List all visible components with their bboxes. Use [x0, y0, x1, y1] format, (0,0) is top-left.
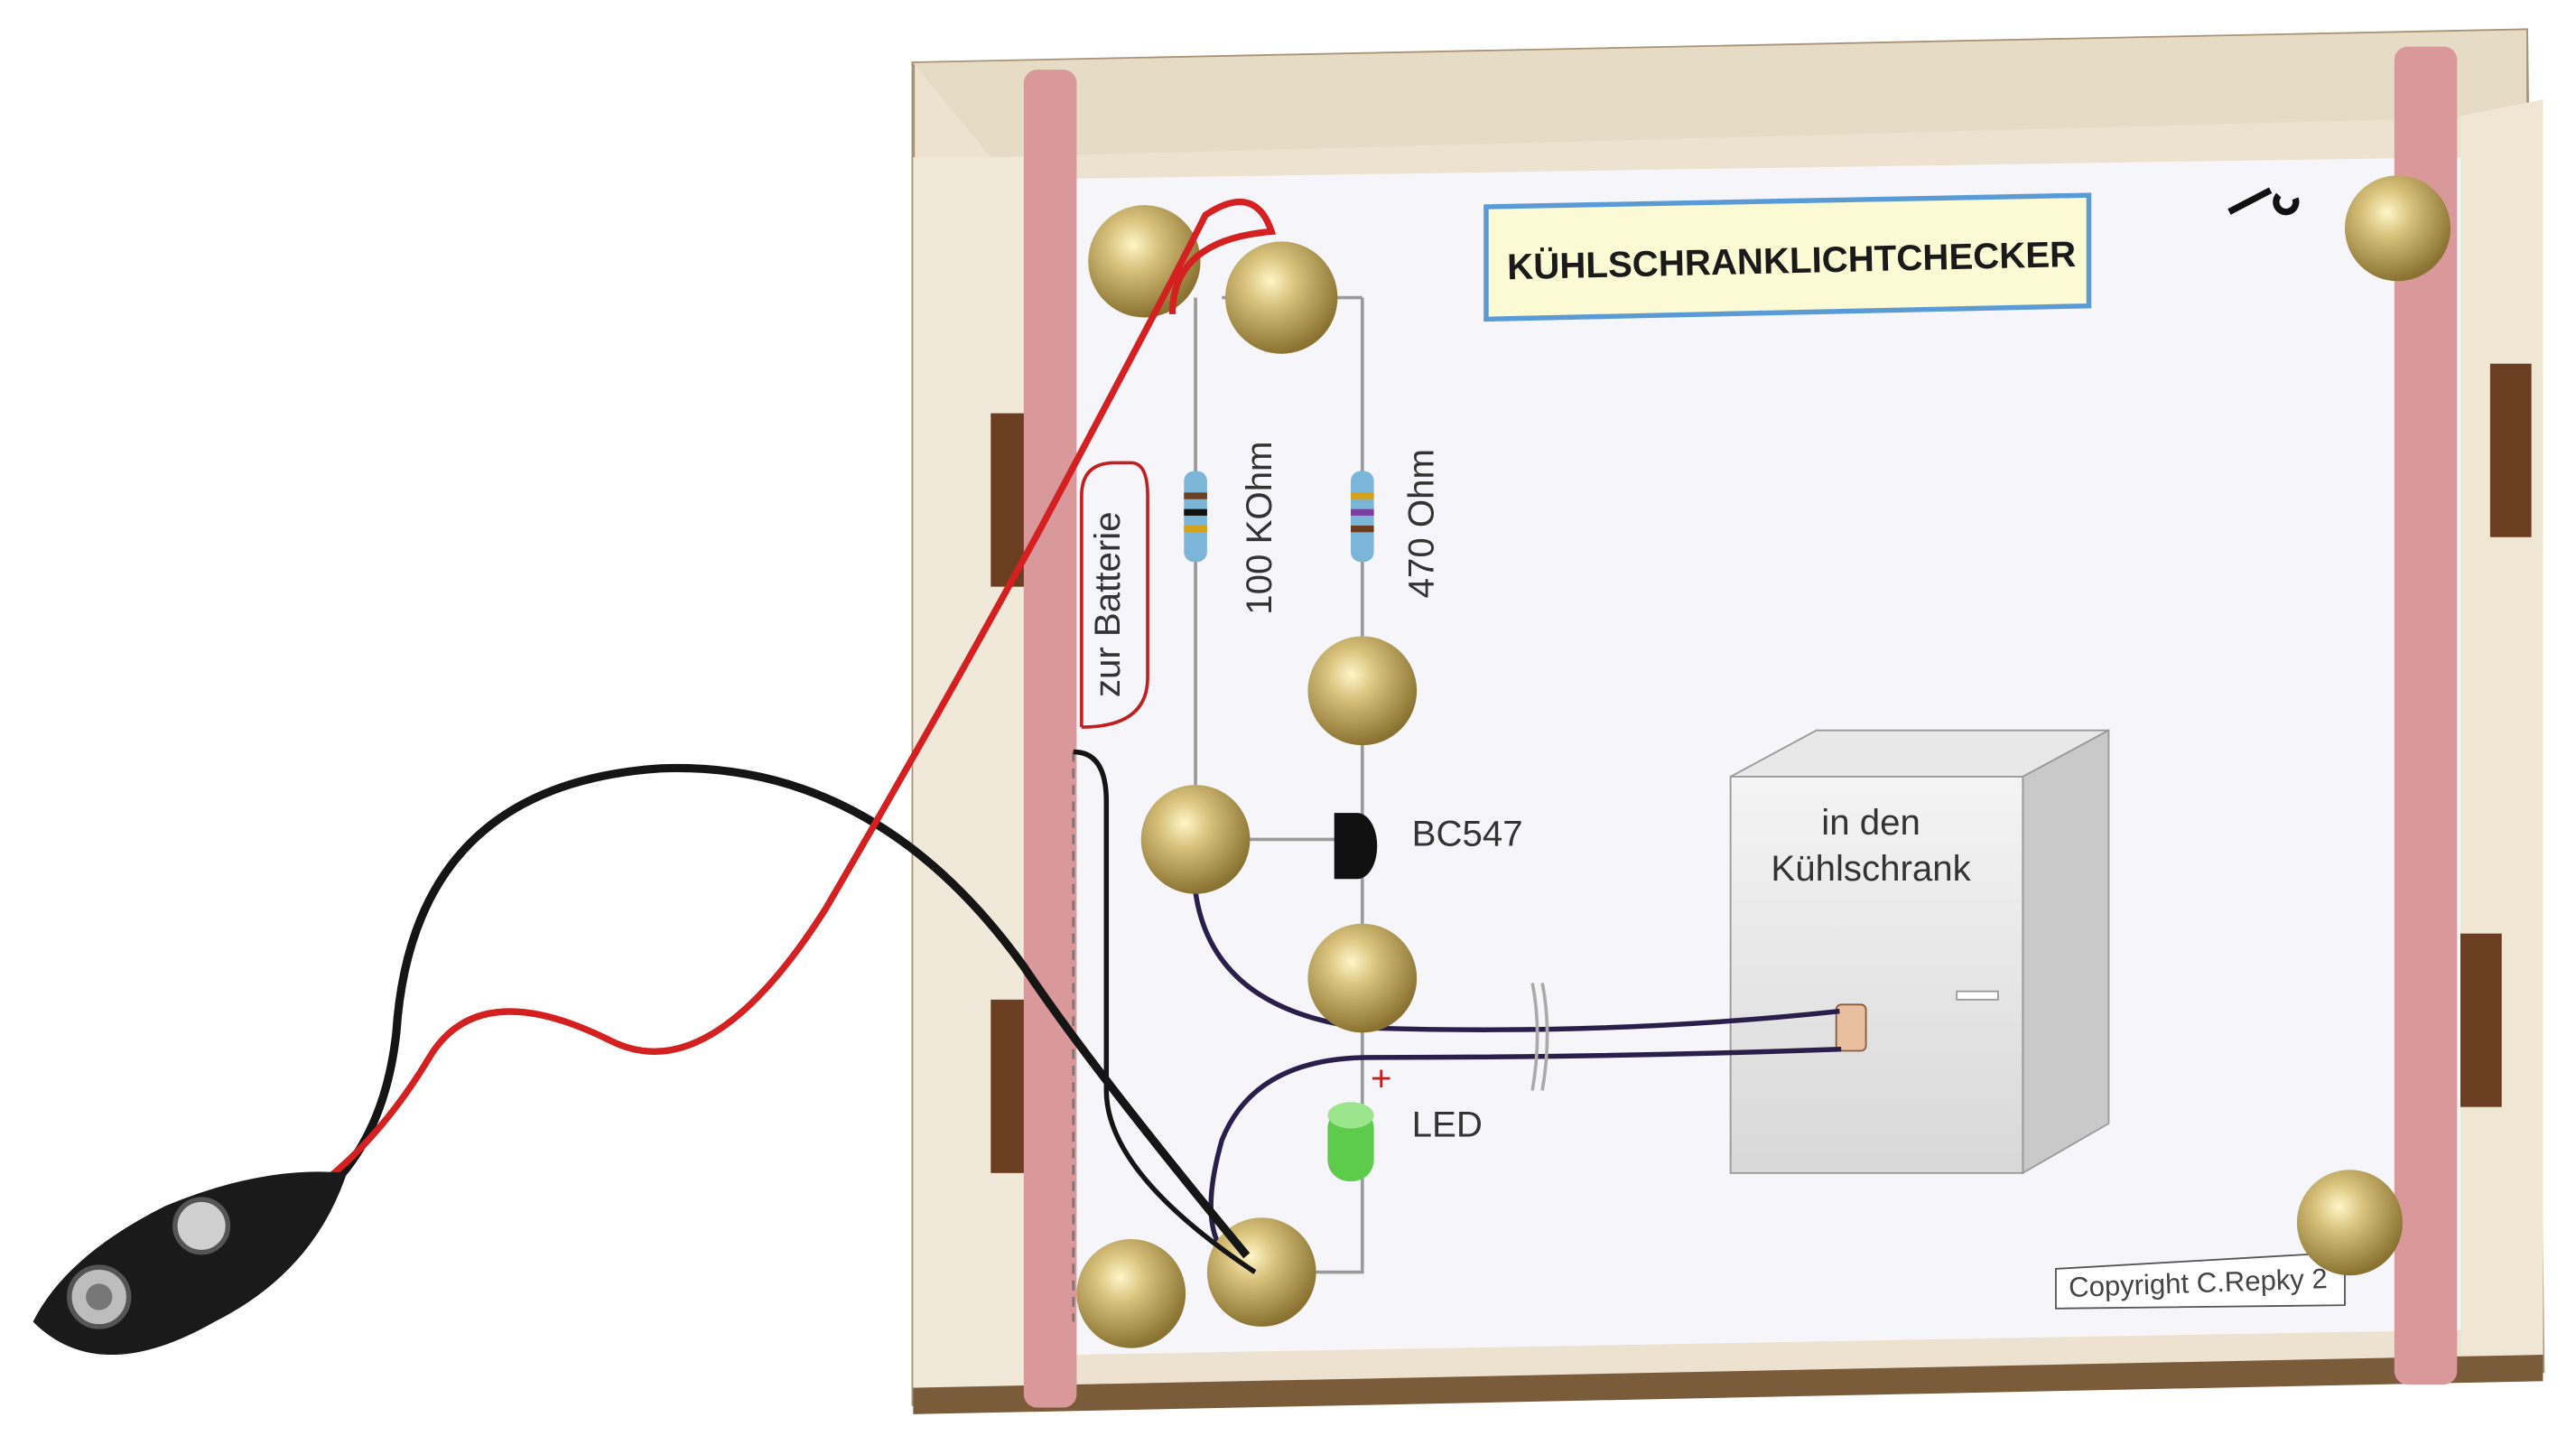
transistor-bc547 [1334, 813, 1378, 880]
led-label: LED [1412, 1105, 1483, 1145]
resistor-470 [1350, 471, 1374, 563]
resistor1-label: 100 KOhm [1239, 441, 1279, 614]
brass-pin [1225, 241, 1338, 354]
battery-clip [33, 1171, 348, 1356]
photoresistor [1835, 1003, 1867, 1052]
rubber-band-left [1023, 70, 1077, 1408]
brass-pin [1076, 1239, 1186, 1348]
rubber-band-right [2394, 46, 2458, 1385]
title-box: KÜHLSCHRANKLICHTCHECKER [1483, 192, 2092, 322]
brass-pins [1076, 175, 2451, 1348]
brass-pin [2344, 175, 2451, 282]
brass-pin [1206, 1217, 1316, 1327]
fridge-label-line2: Kühlschrank [1771, 848, 1971, 889]
resistor-100k [1184, 471, 1207, 563]
brass-pin [2296, 1170, 2403, 1276]
red-wire [312, 198, 1277, 1193]
battery-label: zur Batterie [1087, 511, 1128, 697]
fridge-drawing: in den Kühlschrank [1729, 729, 2110, 1175]
resistor2-label: 470 Ohm [1400, 449, 1441, 598]
led [1327, 1102, 1374, 1181]
black-wire [262, 763, 1251, 1259]
switch-symbol-icon [2227, 187, 2300, 216]
transistor-label: BC547 [1412, 814, 1523, 854]
brass-pin [1140, 785, 1251, 894]
fridge-label-line1: in den [1821, 802, 1920, 843]
brass-pin [1307, 923, 1418, 1033]
black-wire-board [1073, 749, 1257, 1274]
brass-pin [1307, 636, 1418, 746]
led-polarity: + [1371, 1058, 1392, 1098]
copyright-box: Copyright C.Repky 2 [2054, 1251, 2346, 1310]
